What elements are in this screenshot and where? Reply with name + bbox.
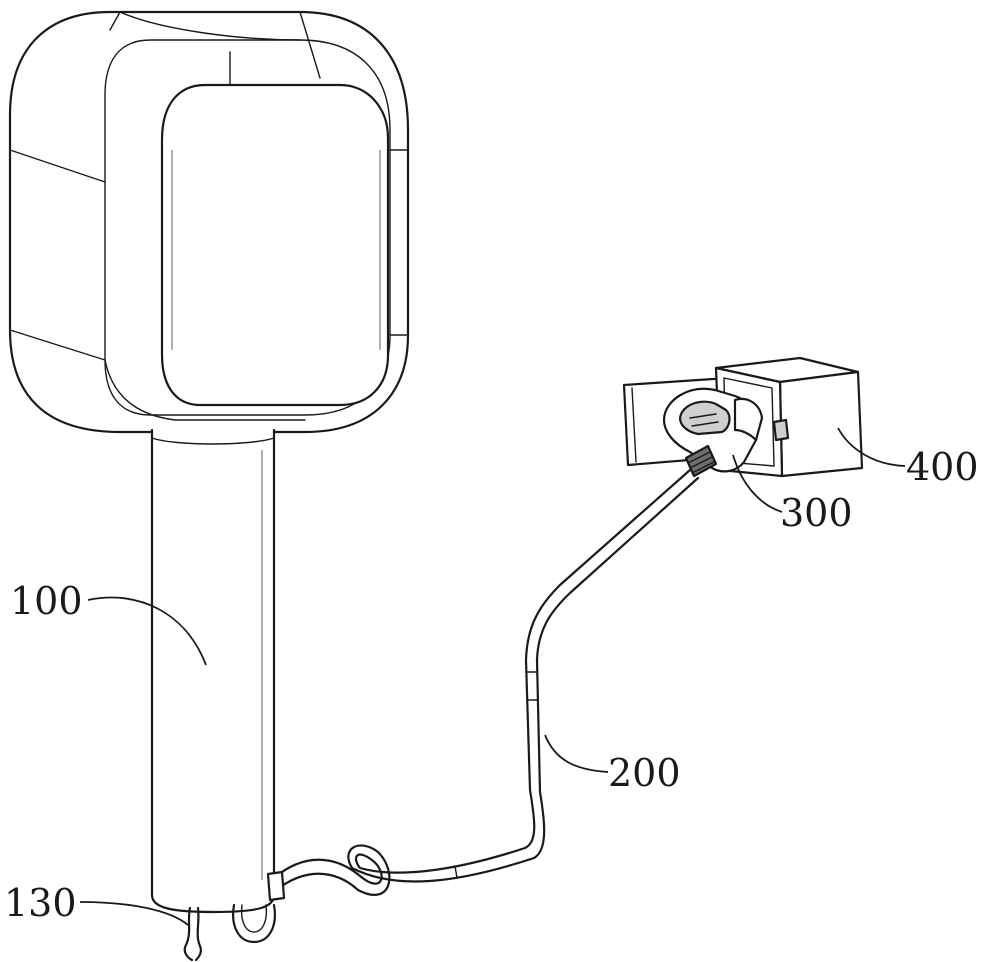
hose <box>266 468 700 902</box>
reference-labels: 100 130 200 300 400 <box>4 445 979 925</box>
wire-strand-1 <box>183 906 194 962</box>
holder-clip-screw <box>772 418 790 442</box>
device-head <box>8 10 410 434</box>
head-inner-rim <box>104 39 391 416</box>
leader-300 <box>732 454 783 513</box>
nozzle-coupling-threads <box>689 451 715 473</box>
device-handle <box>150 428 276 944</box>
handle-hanging-loop <box>232 903 276 944</box>
leader-lines <box>79 427 906 926</box>
head-front-face <box>160 83 390 407</box>
hose-edge-b <box>272 476 700 896</box>
leader-130 <box>79 901 189 926</box>
handle-loop-inner <box>240 904 268 933</box>
head-shading <box>171 150 381 350</box>
holder-back-plate-edge <box>631 387 637 463</box>
hose-seams <box>454 671 539 879</box>
head-band-seams <box>9 51 409 361</box>
leader-100 <box>87 596 207 666</box>
hose-fitting <box>266 870 286 902</box>
label-130: 130 <box>4 881 77 925</box>
wire <box>183 906 203 962</box>
head-lower-seam <box>104 359 306 421</box>
leader-200 <box>544 734 609 773</box>
nozzle <box>662 387 764 478</box>
handle-body <box>150 428 276 914</box>
nozzle-grip-detail <box>689 413 719 427</box>
label-100: 100 <box>10 579 83 623</box>
handle-top-seam <box>151 437 275 445</box>
label-200: 200 <box>608 751 681 795</box>
label-300: 300 <box>780 491 853 535</box>
nozzle-tip <box>733 397 764 442</box>
holder-box-front <box>778 370 864 478</box>
label-400: 400 <box>906 445 979 489</box>
nozzle-grip-window <box>678 400 731 436</box>
leader-400 <box>837 427 906 467</box>
head-top-band <box>109 11 321 79</box>
wire-strand-2 <box>194 906 203 962</box>
hose-edge-a <box>272 468 692 885</box>
